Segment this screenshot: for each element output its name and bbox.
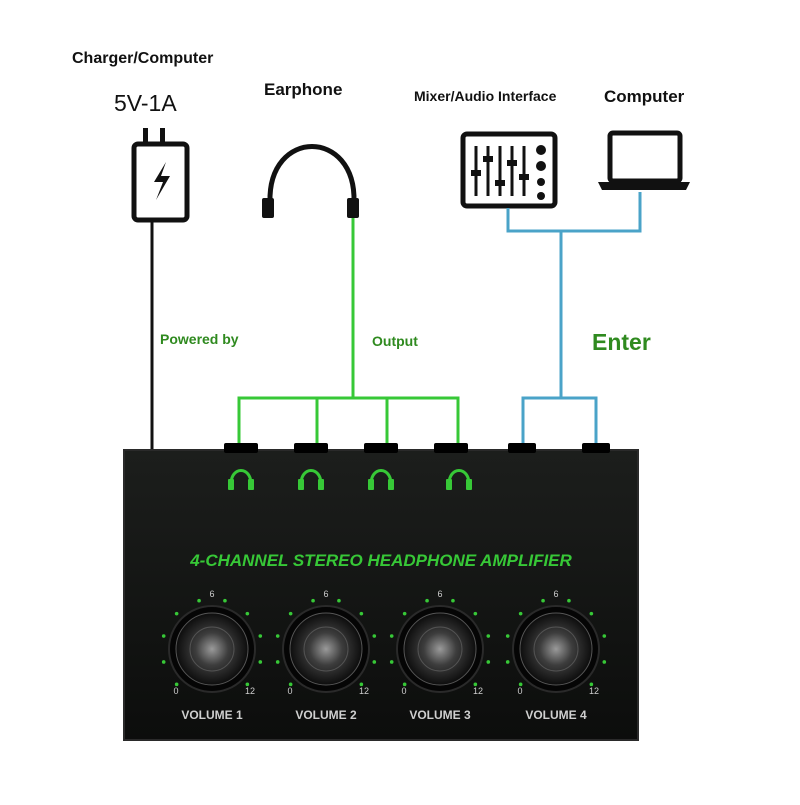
panel-headphone-icon: [368, 469, 394, 490]
scale-max-label: 12: [473, 686, 483, 696]
scale-min-label: 0: [517, 686, 522, 696]
scale-mid-label: 6: [323, 589, 328, 599]
enter-label: Enter: [592, 329, 651, 355]
scale-min-label: 0: [401, 686, 406, 696]
volume-knob-label: VOLUME 4: [525, 708, 587, 722]
earphone-label: Earphone: [264, 80, 343, 99]
scale-mid-label: 6: [437, 589, 442, 599]
scale-max-label: 12: [245, 686, 255, 696]
amplifier-panel: [123, 449, 639, 741]
output-wire-bus: [237, 396, 460, 448]
scale-mid-label: 6: [553, 589, 558, 599]
volume-knob-label: VOLUME 1: [181, 708, 243, 722]
charger-icon: [131, 128, 190, 223]
volume-knob-label: VOLUME 3: [409, 708, 471, 722]
scale-max-label: 12: [359, 686, 369, 696]
scale-max-label: 12: [589, 686, 599, 696]
scale-min-label: 0: [287, 686, 292, 696]
input-wire: [506, 192, 642, 448]
output-jacks: [224, 443, 468, 453]
laptop-icon: [598, 130, 690, 190]
panel-headphone-icon: [446, 469, 472, 490]
scale-min-label: 0: [173, 686, 178, 696]
headphone-icon: [262, 144, 359, 218]
input-jacks: [508, 443, 610, 453]
output-label: Output: [372, 333, 418, 349]
voltage-label: 5V-1A: [114, 90, 177, 116]
mixer-label: Mixer/Audio Interface: [414, 88, 557, 104]
volume-knob-label: VOLUME 2: [295, 708, 357, 722]
powered-by-label: Powered by: [160, 331, 239, 347]
computer-label: Computer: [604, 87, 685, 106]
panel-headphone-icon: [298, 469, 324, 490]
device-title: 4-CHANNEL STEREO HEADPHONE AMPLIFIER: [189, 551, 572, 570]
scale-mid-label: 6: [209, 589, 214, 599]
charger-label: Charger/Computer: [72, 50, 214, 67]
mixer-icon: [460, 131, 558, 209]
panel-headphone-icon: [228, 469, 254, 490]
